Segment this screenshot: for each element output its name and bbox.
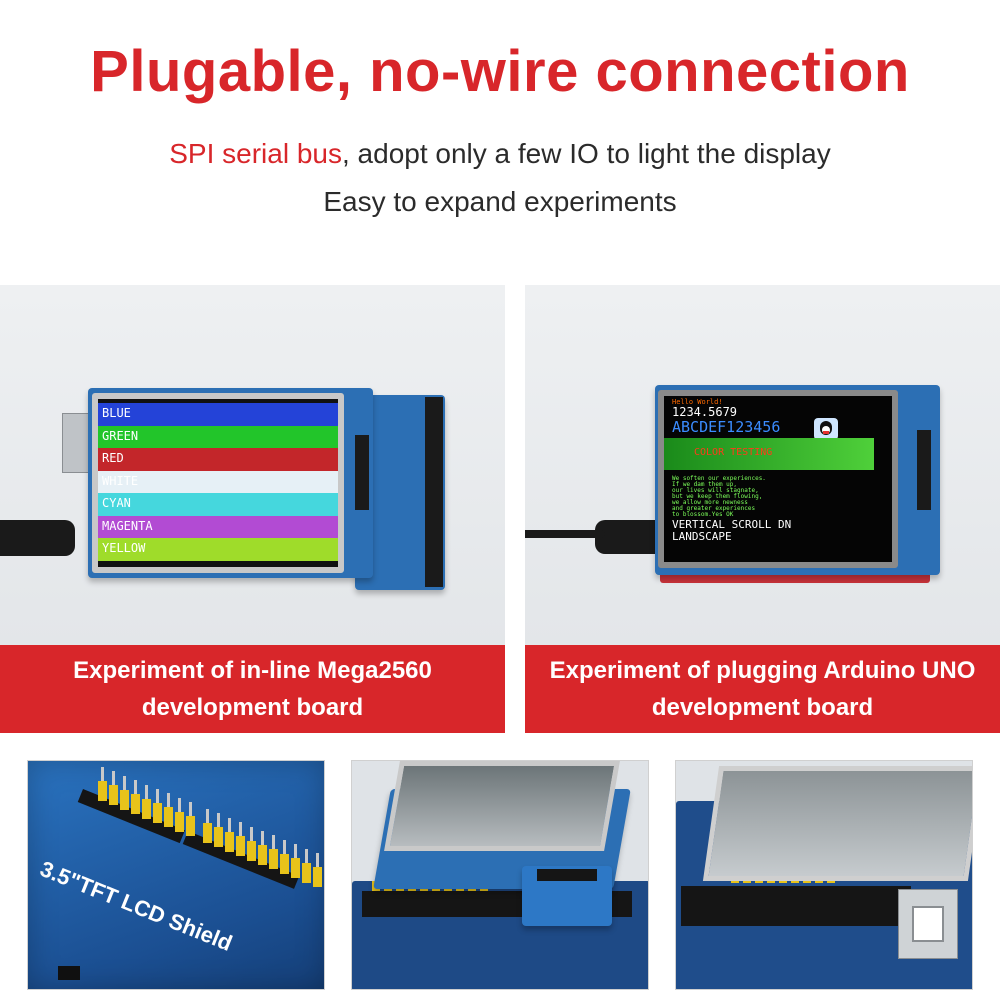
subtitle-rest: , adopt only a few IO to light the displ… bbox=[342, 138, 831, 169]
photo-mega2560: BLUE GREEN RED WHITE CYAN MAGENTA YELLOW bbox=[0, 285, 505, 645]
header-pin bbox=[214, 827, 223, 848]
screen-hello: Hello World! bbox=[672, 398, 723, 406]
color-stripe-label: GREEN bbox=[102, 428, 139, 443]
header-pin bbox=[142, 798, 151, 819]
screen-banner: COLOR TESTING bbox=[694, 447, 773, 458]
component bbox=[58, 966, 80, 980]
color-stripe-yellow: YELLOW bbox=[98, 538, 338, 561]
subtitle-line-2: Easy to expand experiments bbox=[323, 186, 677, 217]
header-pin-tip bbox=[101, 767, 104, 783]
caption-uno-line1: Experiment of plugging Arduino UNO bbox=[549, 657, 976, 684]
usb-cable bbox=[0, 520, 75, 556]
power-cable bbox=[595, 520, 665, 554]
photo-uno: Hello World! 1234.5679 ABCDEF123456 COLO… bbox=[525, 285, 1000, 645]
color-stripe-green: GREEN bbox=[98, 425, 338, 448]
mega-header bbox=[425, 397, 443, 587]
color-stripe-label: CYAN bbox=[102, 496, 131, 510]
photo-shield-mega bbox=[675, 760, 973, 990]
caption-mega2560-line2: development board bbox=[141, 694, 364, 721]
header-pin-tip bbox=[123, 775, 126, 792]
header-pin bbox=[302, 862, 311, 883]
header-pin-tip bbox=[239, 822, 242, 839]
header-pin bbox=[313, 867, 322, 887]
header-pin-tip bbox=[206, 809, 209, 825]
screen-para2: If we dam them up, bbox=[672, 481, 738, 488]
subtitle-accent: SPI serial bus bbox=[169, 138, 342, 169]
screen-para5: we allow more newness bbox=[672, 499, 748, 506]
subtitle-line-1: SPI serial bus, adopt only a few IO to l… bbox=[0, 138, 1000, 170]
header-pin-tip bbox=[134, 780, 137, 797]
tft-screen-closeup bbox=[702, 766, 972, 881]
header-pin-tip bbox=[112, 771, 115, 788]
caption-mega2560: Experiment of in-line Mega2560 developme… bbox=[0, 645, 505, 733]
header-pin-tip bbox=[156, 789, 159, 805]
header-pin bbox=[131, 794, 140, 815]
header-pin-tip bbox=[294, 844, 297, 861]
header-pin-tip bbox=[261, 831, 264, 847]
header-pin bbox=[269, 849, 278, 870]
color-stripe-cyan: CYAN bbox=[98, 493, 338, 516]
mega-header-closeup bbox=[681, 886, 911, 926]
caption-uno-line2: development board bbox=[651, 694, 874, 721]
header-pin-tip bbox=[217, 813, 220, 830]
caption-mega2560-line1: Experiment of in-line Mega2560 bbox=[73, 657, 432, 684]
penguin-icon bbox=[814, 418, 838, 440]
photo-shield-side bbox=[351, 760, 649, 990]
color-stripe-blue: BLUE bbox=[98, 403, 338, 426]
screen-para6: and greater experiences bbox=[672, 505, 756, 512]
header-pin-tip bbox=[167, 793, 170, 810]
header-pin bbox=[109, 785, 118, 806]
usb-port bbox=[912, 906, 944, 942]
caption-uno: Experiment of plugging Arduino UNO devel… bbox=[525, 645, 1000, 733]
color-stripe-label: WHITE bbox=[102, 473, 139, 488]
headline: Plugable, no-wire connection bbox=[90, 39, 910, 104]
header-pin bbox=[164, 807, 173, 828]
header-pin bbox=[175, 811, 184, 832]
screen-para3: our lives will stagnate, bbox=[672, 487, 759, 494]
color-stripe-label: RED bbox=[102, 451, 124, 465]
header-pin bbox=[236, 836, 245, 857]
screen-number: 1234.5679 bbox=[672, 405, 738, 419]
header-pin bbox=[203, 823, 212, 843]
screen-scroll: VERTICAL SCROLL DN bbox=[672, 518, 792, 531]
color-stripe-label: BLUE bbox=[102, 406, 131, 420]
screen-para4: but we keep them flowing, bbox=[672, 493, 763, 500]
color-stripe-magenta: MAGENTA bbox=[98, 515, 338, 538]
header-pin bbox=[120, 789, 129, 810]
color-testing-banner bbox=[664, 438, 874, 470]
shield-header bbox=[355, 435, 369, 510]
screen-landscape: LANDSCAPE bbox=[672, 530, 732, 543]
power-wire bbox=[525, 530, 605, 538]
color-stripe-label: YELLOW bbox=[102, 541, 146, 555]
color-stripe-label: MAGENTA bbox=[102, 518, 153, 533]
header-pin bbox=[291, 858, 300, 879]
header-pin-tip bbox=[272, 835, 275, 852]
header-pin bbox=[186, 816, 195, 837]
header-pin bbox=[98, 781, 107, 801]
shield-header-uno bbox=[917, 430, 931, 510]
header-pin-tip bbox=[305, 848, 308, 865]
header-pin bbox=[225, 831, 234, 852]
screen-para1: We soften our experiences. bbox=[672, 475, 766, 482]
tft-screen-uno: Hello World! 1234.5679 ABCDEF123456 COLO… bbox=[658, 390, 898, 568]
header-pin bbox=[280, 853, 289, 874]
header-pin-tip bbox=[178, 797, 181, 814]
header-pin-tip bbox=[145, 784, 148, 801]
color-stripe-red: RED bbox=[98, 448, 338, 471]
tft-screen: BLUE GREEN RED WHITE CYAN MAGENTA YELLOW bbox=[92, 393, 344, 573]
header-pin bbox=[153, 803, 162, 823]
header-pin-tip bbox=[228, 817, 231, 834]
photo-shield-closeup: 3.5"TFT LCD Shield bbox=[27, 760, 325, 990]
header-pin-tip bbox=[316, 853, 319, 869]
tft-screen-side bbox=[384, 761, 620, 851]
header-pin bbox=[258, 845, 267, 865]
header-pin bbox=[247, 840, 256, 861]
color-stripe-white: WHITE bbox=[98, 470, 338, 493]
screen-para7: to blossom.Yes OK bbox=[672, 511, 734, 518]
header-pin-tip bbox=[250, 826, 253, 843]
connector-header bbox=[537, 869, 597, 881]
header-pin-tip bbox=[189, 802, 192, 819]
screen-hex: ABCDEF123456 bbox=[672, 418, 781, 436]
header-pin-tip bbox=[283, 839, 286, 856]
